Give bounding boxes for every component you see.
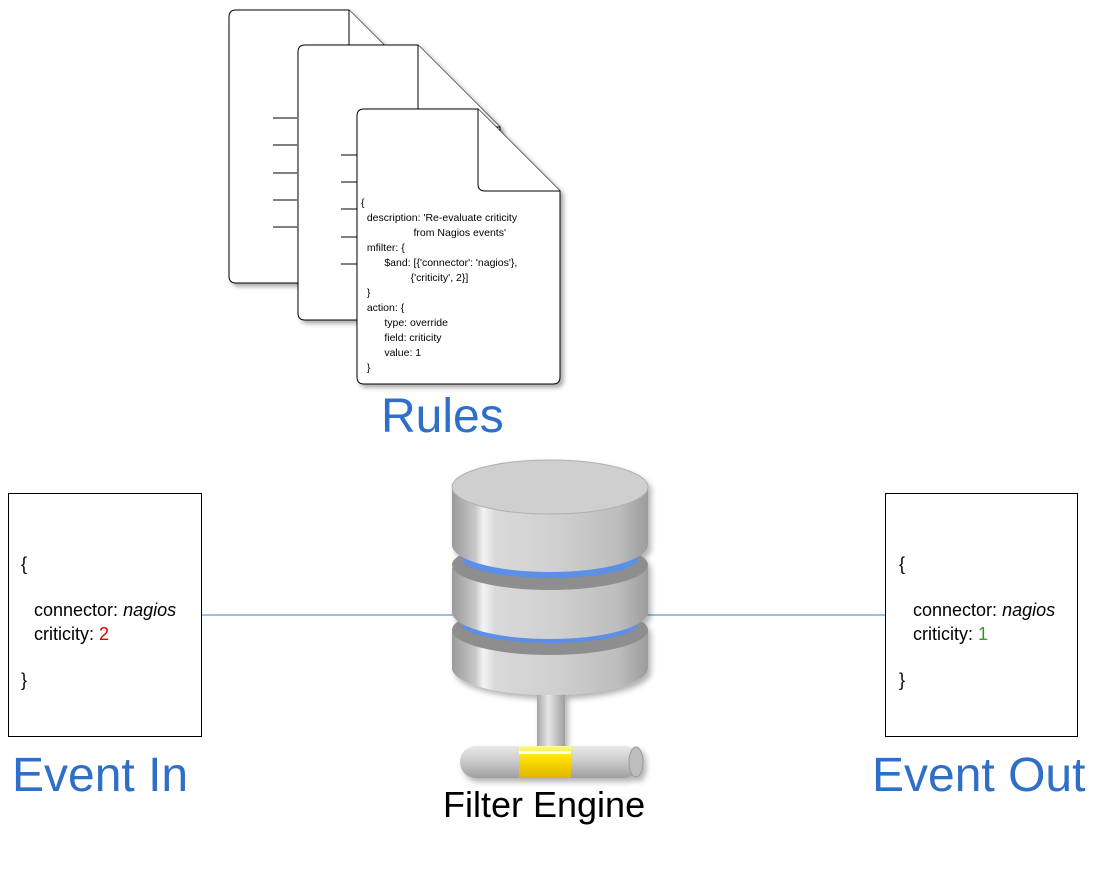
criticity-key: criticity: bbox=[34, 624, 99, 644]
rules-label: Rules bbox=[381, 390, 504, 443]
criticity-value: 1 bbox=[978, 624, 989, 644]
event-in-label: Event In bbox=[12, 749, 189, 802]
criticity-value: 2 bbox=[99, 624, 110, 644]
filter-engine-label: Filter Engine bbox=[443, 784, 646, 825]
rule-line: { bbox=[361, 197, 365, 209]
rule-line: action: { bbox=[361, 302, 405, 314]
rule-definition: { description: 'Re-evaluate criticity fr… bbox=[361, 196, 517, 376]
rule-line: {'criticity', 2}] bbox=[361, 272, 469, 284]
connector-value: nagios bbox=[1002, 600, 1056, 620]
rule-line: } bbox=[361, 287, 371, 299]
event-out-box: { connector: nagios criticity: 1 } bbox=[885, 493, 1078, 737]
rule-line: description: 'Re-evaluate criticity bbox=[361, 212, 518, 224]
event-out-open-brace: { bbox=[899, 554, 906, 574]
criticity-key: criticity: bbox=[913, 624, 978, 644]
rule-line: from Nagios events' bbox=[361, 227, 506, 239]
event-out-criticity: criticity: 1 bbox=[913, 622, 988, 646]
event-out-label: Event Out bbox=[872, 749, 1086, 802]
event-in-close-brace: } bbox=[21, 670, 28, 690]
connector-key: connector: bbox=[913, 600, 1003, 620]
rule-line: } bbox=[361, 362, 371, 374]
rule-line: mfilter: { bbox=[361, 242, 405, 254]
connector-key: connector: bbox=[34, 600, 124, 620]
rule-line: $and: [{'connector': 'nagios'}, bbox=[361, 257, 518, 269]
rule-line: type: override bbox=[361, 317, 448, 329]
event-in-box: { connector: nagios criticity: 2 } bbox=[8, 493, 202, 737]
event-in-open-brace: { bbox=[21, 554, 28, 574]
event-out-close-brace: } bbox=[899, 670, 906, 690]
connector-value: nagios bbox=[123, 600, 177, 620]
event-in-criticity: criticity: 2 bbox=[34, 622, 109, 646]
rule-line: field: criticity bbox=[361, 332, 442, 344]
document-front bbox=[356, 108, 561, 385]
event-in-connector: connector: nagios bbox=[34, 598, 176, 622]
rule-line: value: 1 bbox=[361, 347, 422, 359]
event-out-connector: connector: nagios bbox=[913, 598, 1055, 622]
